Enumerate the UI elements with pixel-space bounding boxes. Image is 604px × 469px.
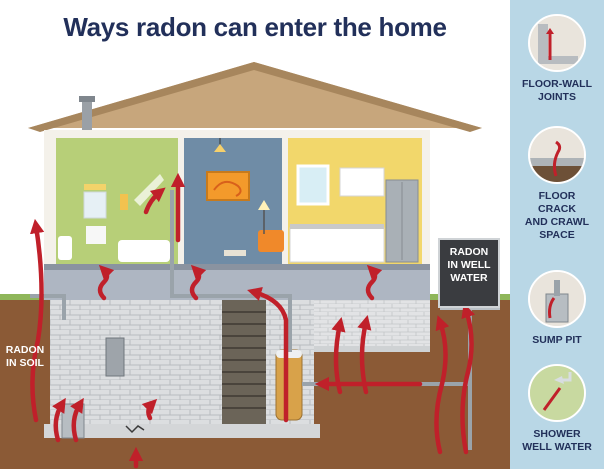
- sidebar-item-label: SUMP PIT: [532, 334, 582, 346]
- page-title: Ways radon can enter the home: [63, 12, 447, 42]
- soil-label: RADON IN SOIL: [5, 344, 45, 369]
- radon-arrow-floor-1: [97, 264, 115, 301]
- crawl-space: [314, 300, 430, 352]
- sidebar-item-label: FLOOR-WALL JOINTS: [522, 78, 592, 103]
- radon-arrow-sump-2: [70, 397, 84, 443]
- floor-wall-joint-icon: [528, 14, 586, 72]
- basement: [44, 300, 320, 438]
- sidebar: FLOOR-WALL JOINTS FLOOR CRACK AND CRAWL …: [510, 0, 604, 469]
- well-water-sign: RADON IN WELL WATER: [438, 238, 500, 308]
- radon-arrows: [29, 172, 476, 469]
- well-water-label: RADON IN WELL WATER: [447, 246, 491, 284]
- radon-arrow-crack: [141, 398, 158, 421]
- radon-arrow-soil: [29, 218, 45, 423]
- radon-arrow-floor-3: [365, 264, 383, 301]
- bathroom: [56, 138, 178, 264]
- floor-crack-icon: [528, 126, 586, 184]
- radon-arrow-well-1: [434, 315, 450, 455]
- radon-arrow-sump-1: [52, 397, 66, 443]
- radon-arrow-basement: [247, 287, 289, 423]
- roof: [28, 62, 482, 132]
- radon-arrow-well-2: [460, 303, 476, 455]
- sidebar-item-label: FLOOR CRACK AND CRAWL SPACE: [524, 190, 590, 241]
- kitchen: [288, 138, 422, 264]
- sidebar-item-label: SHOWER WELL WATER: [522, 428, 592, 453]
- radon-arrow-floor-2: [189, 264, 207, 301]
- house-scene: [0, 62, 510, 469]
- shower-icon: [528, 364, 586, 422]
- sump-pit-icon: [528, 270, 586, 328]
- radon-arrow-shower-spray: [143, 187, 166, 215]
- living-room: [184, 138, 284, 264]
- floor-crack: [125, 425, 145, 434]
